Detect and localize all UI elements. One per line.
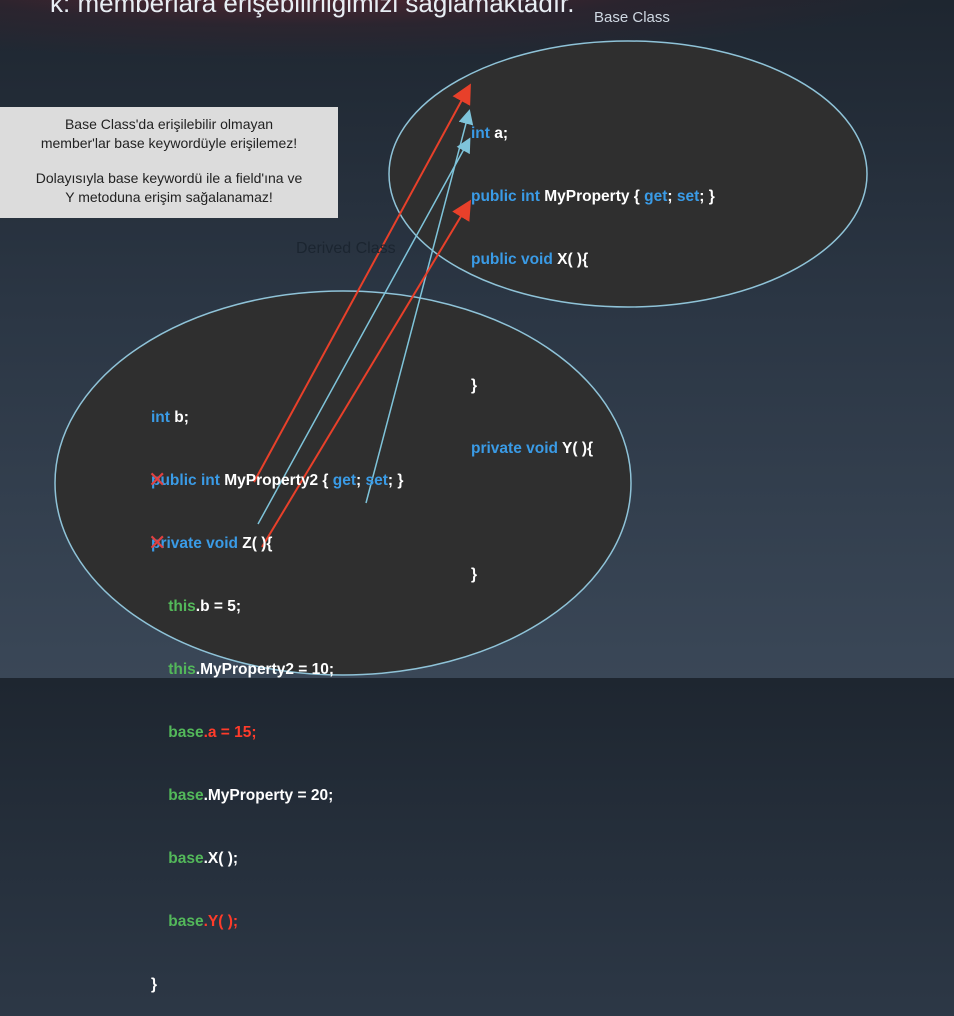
note-line: Y metoduna erişim sağalanamaz! [65,189,273,205]
code-line: base.a = 15; [151,722,403,743]
note-box: Base Class'da erişilebilir olmayan membe… [0,107,338,218]
code-text: .MyProperty2 = 10; [195,661,335,678]
base-keyword: base [168,913,204,930]
cross-icon: ✕ [148,531,167,556]
code-line: base.Y( ); [151,911,403,932]
code-text: .b = 5; [195,598,242,615]
keyword: public void [471,251,553,268]
code-line: public int MyProperty { get; set; } [471,186,715,207]
arrow-base-myproperty [365,109,474,504]
code-text: MyProperty { [539,188,645,205]
keyword: private void [471,440,558,457]
code-line: public void X( ){ [471,249,715,270]
base-keyword: base [168,787,204,804]
keyword: int [151,409,170,426]
code-text: ; [667,188,677,205]
code-line: private void Z( ){ [151,533,403,554]
code-line: base.MyProperty = 20; [151,785,403,806]
arrow-base-a [253,83,471,483]
code-line: } [151,976,158,993]
cross-icon: ✕ [148,468,167,493]
header-band [0,0,954,60]
code-line: private void Y( ){ [471,438,715,459]
code-line: this.b = 5; [151,596,403,617]
base-class-ellipse [388,40,868,308]
keyword: int [471,125,490,142]
code-line: int b; [151,407,403,428]
code-line: int a; [471,123,715,144]
code-text: a; [489,125,509,142]
slide-heading: k: memberlara erişebilirliğimizi sağlama… [50,0,575,18]
keyword: public int [151,472,220,489]
arrow-base-y [261,199,472,548]
note-line: member'lar base keywordüyle erişilemez! [40,135,298,151]
code-text: MyProperty2 { [219,472,333,489]
code-line: } [471,377,478,394]
code-line: } [471,566,478,583]
derived-class-label: Derived Class [296,240,396,257]
code-text: .X( ); [203,850,239,867]
keyword: public int [471,188,540,205]
note-line: Base Class'da erişilebilir olmayan [64,116,274,132]
note-line: Dolayısıyla base keywordü ile a field'ın… [35,170,303,186]
code-line [471,501,715,522]
base-class-code: int a; public int MyProperty { get; set;… [471,81,715,606]
base-class-label: Base Class [594,9,670,26]
code-line: base.X( ); [151,848,403,869]
diagram-canvas [54,40,868,676]
code-line: public int MyProperty2 { get; set; } [151,470,403,491]
derived-class-code: int b; public int MyProperty2 { get; set… [151,365,403,1016]
code-text: .MyProperty = 20; [203,787,334,804]
code-text: b; [169,409,189,426]
base-keyword: base [168,724,204,741]
arrow-base-x [257,137,471,525]
code-text: ; } [387,472,404,489]
keyword: get [644,188,668,205]
code-text: ; } [699,188,715,205]
this-keyword: this [168,598,196,615]
base-keyword: base [168,850,204,867]
keyword: get [332,472,356,489]
keyword: set [676,188,700,205]
keyword: private void [151,535,238,552]
code-text: Y( ){ [558,440,594,457]
code-text: Z( ){ [238,535,273,552]
code-text: X( ){ [552,251,589,268]
derived-class-ellipse [54,290,632,676]
code-text: ; [356,472,366,489]
code-line [471,312,715,333]
invalid-code-text: .Y( ); [203,913,239,930]
code-line: this.MyProperty2 = 10; [151,659,403,680]
invalid-code-text: .a = 15; [203,724,257,741]
this-keyword: this [168,661,196,678]
keyword: set [365,472,388,489]
